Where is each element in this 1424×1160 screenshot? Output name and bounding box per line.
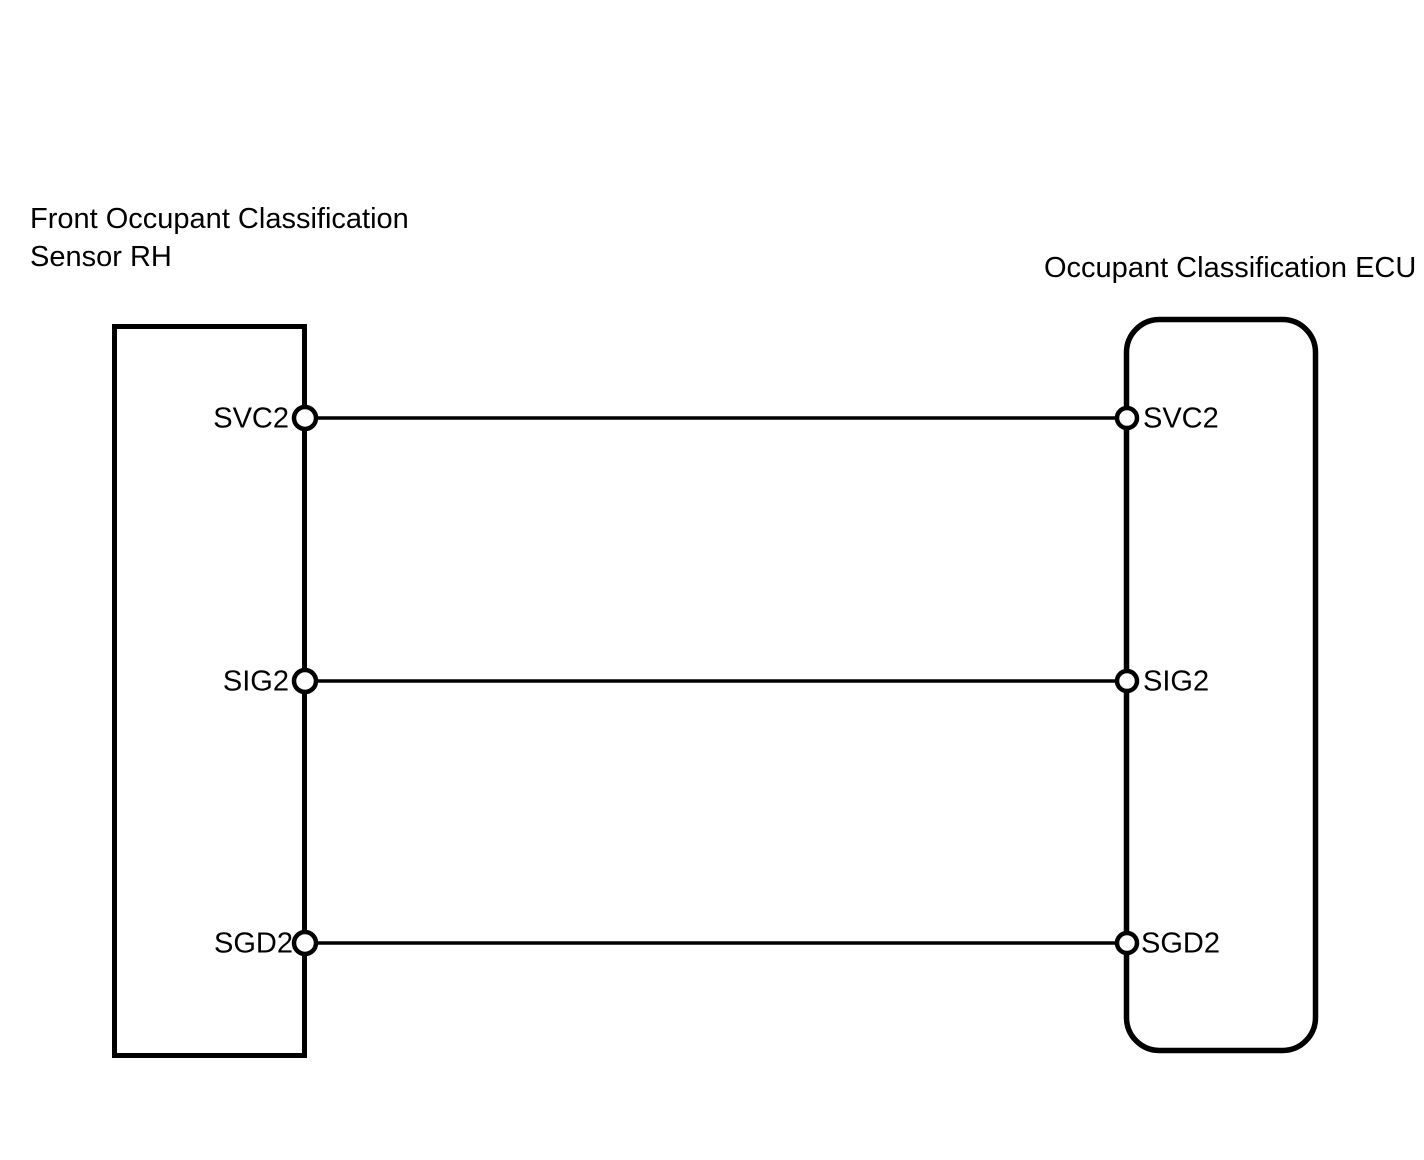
left-pin-label-sig2: SIG2 [223,666,289,698]
left-pin-terminal-svc2[interactable] [291,404,319,432]
right-pin-terminal-sig2[interactable] [1114,668,1140,694]
left-connector-body [112,324,307,1058]
left-pin-terminal-sig2[interactable] [291,667,319,695]
left-pin-label-svc2: SVC2 [213,403,289,435]
right-pin-terminal-svc2[interactable] [1114,405,1140,431]
right-pin-terminal-sgd2[interactable] [1114,930,1140,956]
right-pin-label-sgd2: SGD2 [1141,928,1220,960]
left-pin-label-sgd2: SGD2 [214,928,293,960]
right-pin-label-svc2: SVC2 [1143,403,1219,435]
left-component-title-line-2: Sensor RH [30,241,172,273]
right-component-title: Occupant Classification ECU [1044,252,1416,284]
left-pin-terminal-sgd2[interactable] [291,929,319,957]
left-component-title-line-1: Front Occupant Classification [30,203,409,235]
right-pin-label-sig2: SIG2 [1143,666,1209,698]
